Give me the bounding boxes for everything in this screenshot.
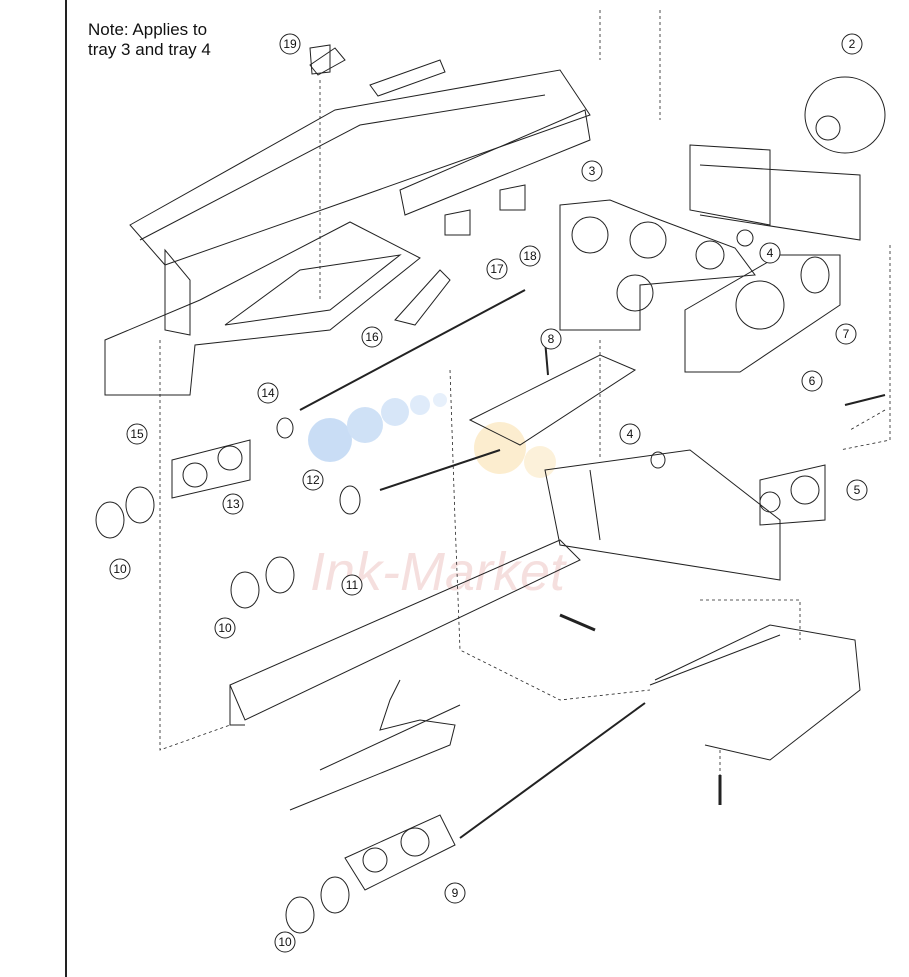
- callout-6: 6: [801, 370, 823, 392]
- svg-text:5: 5: [854, 483, 861, 497]
- svg-text:9: 9: [452, 886, 459, 900]
- svg-text:14: 14: [261, 386, 275, 400]
- callout-13: 13: [222, 493, 244, 515]
- callout-11: 11: [341, 574, 363, 596]
- part-13-outline: [171, 439, 251, 499]
- svg-text:10: 10: [218, 621, 232, 635]
- note-line-1: Note: Applies to: [88, 20, 208, 39]
- callout-10a: 10: [109, 558, 131, 580]
- callout-10b: 10: [214, 617, 236, 639]
- callout-3: 3: [581, 160, 603, 182]
- top-slide: [369, 59, 446, 97]
- callout-2: 2: [841, 33, 863, 55]
- svg-text:19: 19: [283, 37, 297, 51]
- part-5-outline: [759, 464, 826, 526]
- shaft-lower: [459, 702, 646, 839]
- svg-text:4: 4: [627, 427, 634, 441]
- svg-text:3: 3: [589, 164, 596, 178]
- svg-text:4: 4: [767, 246, 774, 260]
- left-margin-rule: [65, 0, 67, 977]
- callout-12: 12: [302, 469, 324, 491]
- svg-text:2: 2: [849, 37, 856, 51]
- callout-8: 8: [540, 328, 562, 350]
- part-9-outline: [344, 814, 456, 891]
- svg-text:16: 16: [365, 330, 379, 344]
- callout-layer: 2 3 4 4 5 6 7 8 9 10 10 10 11 12 13 14 1…: [109, 33, 868, 953]
- callout-4a: 4: [759, 242, 781, 264]
- shaft-upper: [299, 289, 526, 411]
- svg-text:18: 18: [523, 249, 537, 263]
- svg-text:10: 10: [278, 935, 292, 949]
- callout-9: 9: [444, 882, 466, 904]
- callout-18: 18: [519, 245, 541, 267]
- part-7-outline: [684, 254, 841, 373]
- part-3-outline: [559, 199, 756, 331]
- callout-15: 15: [126, 423, 148, 445]
- lower-bar: [229, 539, 581, 721]
- callout-16: 16: [361, 326, 383, 348]
- callout-17: 17: [486, 258, 508, 280]
- svg-text:17: 17: [490, 262, 504, 276]
- callout-10c: 10: [274, 931, 296, 953]
- watermark-logo: Ink-Market: [308, 393, 567, 602]
- callout-14: 14: [257, 382, 279, 404]
- svg-text:7: 7: [843, 327, 850, 341]
- callout-7: 7: [835, 323, 857, 345]
- svg-text:12: 12: [306, 473, 320, 487]
- callout-19: 19: [279, 33, 301, 55]
- svg-text:11: 11: [346, 578, 359, 592]
- svg-text:6: 6: [809, 374, 816, 388]
- callout-4b: 4: [619, 423, 641, 445]
- note-line-2: tray 3 and tray 4: [88, 40, 211, 59]
- callout-5: 5: [846, 479, 868, 501]
- svg-text:8: 8: [548, 332, 555, 346]
- svg-text:15: 15: [130, 427, 144, 441]
- part-15-outline: [104, 221, 421, 396]
- svg-text:10: 10: [113, 562, 127, 576]
- svg-text:13: 13: [226, 497, 240, 511]
- applicability-note: Note: Applies to tray 3 and tray 4: [88, 20, 211, 60]
